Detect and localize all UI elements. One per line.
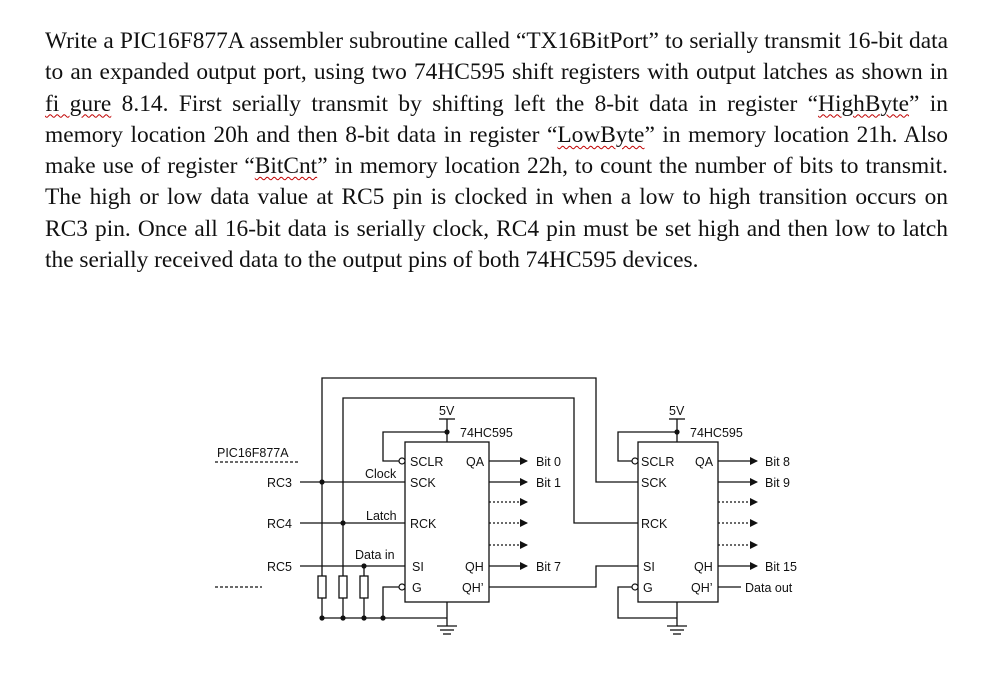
- supply-label-2: 5V: [669, 404, 685, 418]
- chip2-box: [637, 441, 719, 603]
- chip2-pin-sck: SCK: [641, 476, 667, 490]
- output-bit8: Bit 8: [765, 455, 790, 469]
- chip2-name: 74HC595: [690, 426, 743, 440]
- chip2-pin-qh-prime: QH’: [691, 581, 713, 595]
- chip1-pin-g: G: [412, 581, 422, 595]
- para-text-3: ” in memory location 20h and then 8-bit …: [45, 90, 948, 148]
- output-bit9: Bit 9: [765, 476, 790, 490]
- clock-label: Clock: [365, 467, 397, 481]
- para-text-2: 8.14. First serially transmit by shiftin…: [111, 90, 819, 117]
- chip1-pin-qa: QA: [466, 455, 485, 469]
- spell-error-lowbyte: LowByte: [557, 121, 645, 148]
- pin-rc5: RC5: [267, 560, 292, 574]
- para-text-4: ” in memory location 21h. Also make use …: [45, 121, 948, 180]
- spell-error-bitcnt: BitCnt: [254, 153, 318, 180]
- spell-error-figure: fi gure: [45, 90, 112, 117]
- output-bit1: Bit 1: [536, 476, 561, 490]
- question-paragraph: Write a PIC16F877A assembler subroutine …: [45, 26, 948, 276]
- chip1-pin-sck: SCK: [410, 476, 436, 490]
- output-bit15: Bit 15: [765, 560, 797, 574]
- latch-loop-wire: [342, 397, 638, 524]
- latch-label: Latch: [366, 509, 397, 523]
- para-text-1: Write a PIC16F877A assembler subroutine …: [45, 28, 948, 86]
- chip1-pin-rck: RCK: [410, 517, 437, 531]
- pin-rc4: RC4: [267, 517, 292, 531]
- supply-label-1: 5V: [439, 404, 455, 418]
- cascade-wire: [489, 565, 638, 588]
- pin-rc3: RC3: [267, 476, 292, 490]
- chip1-name: 74HC595: [460, 426, 513, 440]
- chip2-pin-qa: QA: [695, 455, 714, 469]
- chip1-pin-qh-prime: QH’: [462, 581, 484, 595]
- chip2-pin-rck: RCK: [641, 517, 668, 531]
- data-in-label: Data in: [355, 548, 395, 562]
- chip2-pin-si: SI: [643, 560, 655, 574]
- output-bit7: Bit 7: [536, 560, 561, 574]
- chip1-pin-sclr: SCLR: [410, 455, 443, 469]
- chip1-pin-qh: QH: [465, 560, 484, 574]
- chip2-pin-g: G: [643, 581, 653, 595]
- para-text-5: ” in memory location 22h, to count the n…: [45, 153, 948, 274]
- mcu-label: PIC16F877A: [217, 446, 289, 460]
- chip1-pin-si: SI: [412, 560, 424, 574]
- output-bit0: Bit 0: [536, 455, 561, 469]
- chip2-pin-sclr: SCLR: [641, 455, 674, 469]
- clock-loop-wire: [321, 377, 638, 483]
- spell-error-highbyte: HighByte: [818, 90, 910, 117]
- data-out-label: Data out: [745, 581, 793, 595]
- chip2-pin-qh: QH: [694, 560, 713, 574]
